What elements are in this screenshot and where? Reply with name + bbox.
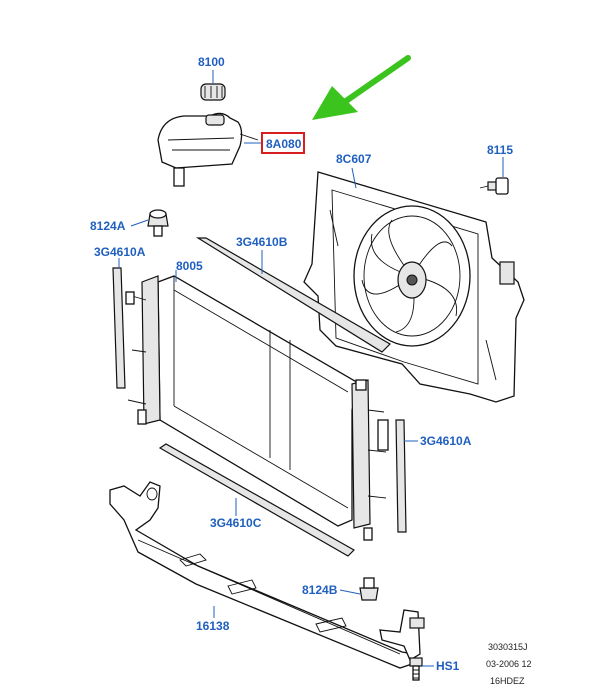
top-seal-strip — [195, 237, 391, 353]
callout-8100: 8100 — [198, 55, 225, 69]
callout-3G4610C: 3G4610C — [210, 516, 262, 530]
radiator — [125, 275, 389, 541]
callout-8C607: 8C607 — [336, 152, 372, 166]
lower-support-bracket — [109, 481, 425, 669]
callout-16138: 16138 — [196, 619, 230, 633]
expansion-tank — [157, 112, 259, 187]
right-seal-strip — [395, 419, 407, 533]
callout-8124B: 8124B — [302, 583, 338, 597]
callout-3G4610A-right: 3G4610A — [420, 434, 472, 448]
footer-line-1: 3030315J — [488, 642, 528, 652]
callout-3G4610B: 3G4610B — [236, 235, 288, 249]
left-seal-strip — [112, 267, 126, 389]
temperature-sensor — [479, 177, 509, 195]
bolt — [409, 657, 423, 681]
pointer-arrow — [312, 55, 411, 120]
callout-3G4610A-left: 3G4610A — [94, 245, 146, 259]
radiator-cap — [200, 83, 226, 101]
bottom-seal-strip — [158, 443, 355, 557]
footer-line-3: 16HDEZ — [490, 676, 525, 686]
callout-8124A-top: 8124A — [90, 219, 126, 233]
fan-shroud-assembly — [303, 171, 525, 403]
callout-8115: 8115 — [487, 143, 513, 157]
upper-mount-insulator — [147, 209, 169, 237]
highlight-box — [261, 132, 305, 154]
callout-8A080: 8A080 — [266, 137, 302, 151]
callout-8005: 8005 — [176, 259, 203, 273]
callout-HS1: HS1 — [436, 659, 460, 673]
lower-mount-insulator — [359, 577, 379, 601]
footer-line-2: 03-2006 12 — [486, 659, 532, 669]
